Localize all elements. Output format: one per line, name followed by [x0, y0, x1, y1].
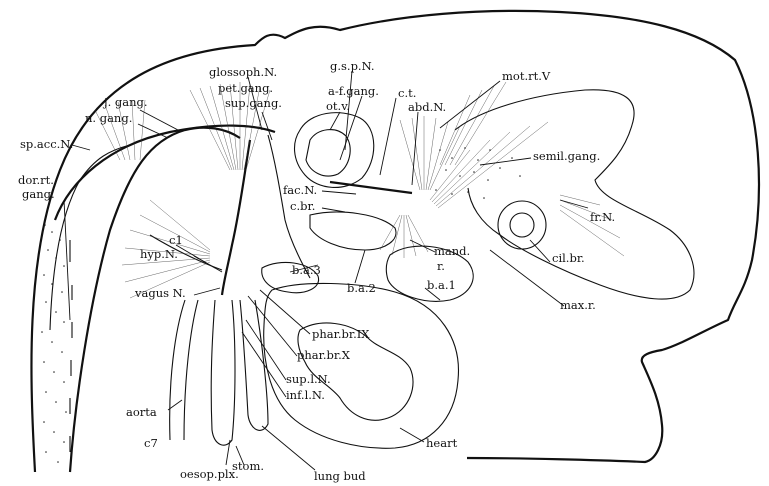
label-phar-br-x: phar.br.X: [297, 348, 351, 362]
label-dor-rt: dor.rt.: [18, 173, 54, 187]
label-j-gang: j. gang.: [102, 95, 148, 109]
label-sp-acc-n: sp.acc.N.: [20, 137, 73, 151]
label-ot-v: ot.v.: [326, 99, 350, 113]
label-sup-l-n: sup.l.N.: [286, 372, 331, 386]
label-inf-l-n: inf.l.N.: [286, 388, 325, 402]
label-aorta: aorta: [126, 405, 157, 419]
label-semil-gang: semil.gang.: [533, 149, 600, 163]
label-max-r: max.r.: [560, 298, 596, 312]
label-cil-br: cil.br.: [552, 251, 585, 265]
label-gang: gang.: [22, 187, 55, 201]
label-af-gang: a-f.gang.: [328, 84, 379, 98]
label-glossoph-n: glossoph.N.: [209, 65, 277, 79]
label-fac-n: fac.N.: [283, 183, 317, 197]
label-n-gang: n. gang.: [85, 111, 132, 125]
label-hyp-n: hyp.N.: [140, 247, 178, 261]
label-heart: heart: [426, 436, 458, 450]
label-c-br: c.br.: [290, 199, 315, 213]
lens: [510, 213, 534, 237]
label-pet-gang: pet.gang.: [218, 81, 273, 95]
label-mand: mand.: [434, 244, 470, 258]
semilunar-ganglion-stipple: [435, 147, 521, 199]
label-abd-n: abd.N.: [408, 100, 446, 114]
oesophagus: [211, 300, 235, 445]
label-c7: c7: [144, 436, 158, 450]
label-ba1: b.a.1: [427, 278, 456, 292]
label-ct: c.t.: [398, 86, 416, 100]
label-ba2: b.a.2: [347, 281, 376, 295]
label-fr-n: fr.N.: [590, 210, 615, 224]
label-ba3: b.a.3: [292, 263, 321, 277]
nerve-fiber-fans: [95, 82, 624, 298]
label-gsp-n: g.s.p.N.: [330, 59, 375, 73]
forebrain-contour: [455, 90, 694, 299]
label-vagus-n: vagus N.: [134, 286, 186, 300]
vagus-trunk: [222, 140, 250, 295]
label-r: r.: [437, 259, 445, 273]
facial-trunk: [330, 182, 412, 193]
label-oesop-plx: oesop.plx.: [180, 467, 239, 481]
spinal-cord-edge: [50, 145, 130, 330]
label-lung-bud: lung bud: [314, 469, 366, 483]
label-c1: c1: [169, 233, 183, 247]
label-sup-gang: sup.gang.: [225, 96, 282, 110]
diagram-labels: glossoph.N. pet.gang. sup.gang. g.s.p.N.…: [18, 59, 615, 483]
label-stom: stom.: [232, 459, 264, 473]
otic-vesicle: [295, 113, 374, 188]
label-phar-br-ix: phar.br.IX: [312, 327, 370, 341]
heart-outline: [264, 283, 459, 448]
label-mot-rt-v: mot.rt.V: [502, 69, 551, 83]
aorta-vessel: [170, 300, 198, 440]
otic-vesicle-inner: [306, 130, 350, 176]
optic-cup: [498, 201, 546, 249]
